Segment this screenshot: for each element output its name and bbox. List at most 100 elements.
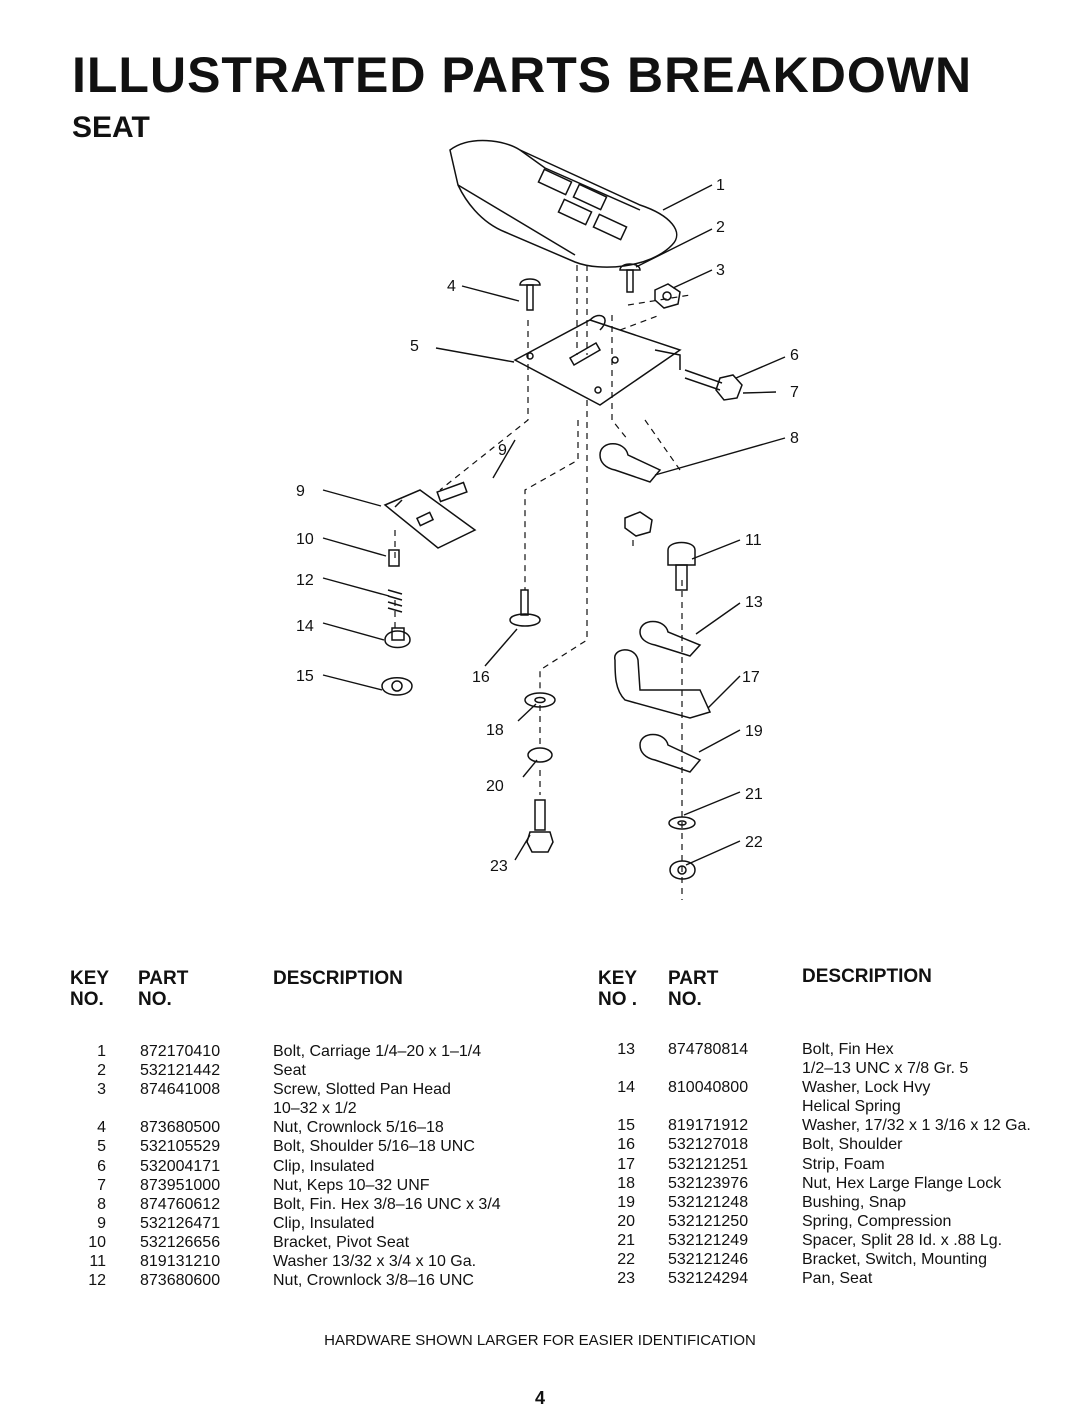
part-number: 873680600 — [140, 1272, 221, 1290]
part-number: 532004171 — [140, 1157, 221, 1175]
callout-6: 7 — [790, 384, 799, 401]
page-number: 4 — [534, 1388, 545, 1408]
key-number: 2 — [97, 1062, 106, 1080]
part-description: Nut, Hex Large Flange Lock — [802, 1174, 1002, 1192]
callout-5: 6 — [790, 347, 799, 364]
part-description: Bolt, Fin Hex — [802, 1041, 894, 1058]
callout-19: 14 — [296, 618, 314, 635]
table-row: 12 873680600 Nut, Crownlock 3/8–16 UNC — [0, 1271, 560, 1290]
footer-note: HARDWARE SHOWN LARGER FOR EASIER IDENTIF… — [324, 1332, 756, 1349]
key-number: 18 — [617, 1174, 635, 1192]
callout-16: 16 — [472, 669, 490, 686]
part-number: 819171912 — [668, 1117, 749, 1135]
part-number: 532123976 — [668, 1174, 749, 1192]
table-row: 7 873951000 Nut, Keps 10–32 UNF — [0, 1176, 560, 1195]
callout-21: 10 — [296, 531, 314, 548]
table-row: 11 819131210 Washer 13/32 x 3/4 x 10 Ga. — [0, 1252, 560, 1271]
callout-17: 9 — [498, 442, 507, 459]
key-number: 17 — [617, 1155, 635, 1173]
seat-part — [449, 139, 678, 268]
key-number: 20 — [617, 1212, 635, 1230]
callout-12: 22 — [745, 834, 763, 851]
part-description: Strip, Foam — [802, 1155, 885, 1173]
part-number: 532121250 — [668, 1212, 749, 1230]
header-key-no-right: KEY NO . — [598, 968, 638, 1010]
part-description: Washer 13/32 x 3/4 x 10 Ga. — [273, 1253, 477, 1271]
part-number: 873680500 — [140, 1119, 221, 1137]
part-number: 532126656 — [140, 1233, 221, 1251]
key-number: 13 — [617, 1041, 635, 1058]
part-description: Bolt, Shoulder — [802, 1136, 903, 1154]
callout-15: 18 — [486, 722, 504, 739]
callout-11: 21 — [745, 786, 763, 803]
header-key-no: KEY NO. — [70, 968, 110, 1010]
part-number: 532121248 — [668, 1193, 749, 1211]
part-description: Bushing, Snap — [802, 1193, 907, 1211]
part-description: Spacer, Split 28 Id. x .88 Lg. — [802, 1231, 1003, 1249]
key-number: 3 — [97, 1081, 106, 1099]
key-number: 8 — [97, 1195, 106, 1213]
part-number: 532121442 — [140, 1062, 221, 1080]
key-number: 7 — [97, 1176, 106, 1194]
key-number: 16 — [617, 1136, 635, 1154]
part-description: Clip, Insulated — [273, 1214, 375, 1232]
table-row: 17 532121251 Strip, Foam — [540, 1155, 1080, 1174]
part-description: Nut, Crownlock 3/8–16 UNC — [273, 1272, 474, 1290]
part-number: 532127018 — [668, 1136, 749, 1154]
key-number: 11 — [89, 1253, 106, 1271]
table-row: 19 532121248 Bushing, Snap — [540, 1193, 1080, 1212]
callout-22: 9 — [296, 483, 305, 500]
part-number: 532121251 — [668, 1155, 749, 1173]
key-number: 21 — [617, 1231, 635, 1249]
part-number: 873951000 — [140, 1176, 221, 1194]
part-description: Spring, Compression — [802, 1212, 952, 1230]
header-description: DESCRIPTION — [273, 968, 403, 989]
callout-3: 2 — [716, 219, 725, 236]
table-row: 1/2–13 UNC x 7/8 Gr. 5 — [540, 1059, 1080, 1078]
part-description: Washer, Lock Hvy — [802, 1079, 931, 1097]
key-number: 1 — [97, 1043, 106, 1060]
table-row: 20 532121250 Spring, Compression — [540, 1212, 1080, 1231]
section-title: SEAT — [72, 111, 150, 144]
table-row: 3 874641008 Screw, Slotted Pan Head — [0, 1080, 560, 1099]
table-row: 15 819171912 Washer, 17/32 x 1 3/16 x 12 G… — [540, 1116, 1080, 1135]
part-number: 532121249 — [668, 1231, 749, 1249]
part-description: Nut, Crownlock 5/16–18 — [273, 1119, 444, 1137]
part-description: Bolt, Carriage 1/4–20 x 1–1/4 — [273, 1043, 482, 1060]
header-description-right: DESCRIPTION — [802, 966, 932, 987]
callout-13: 23 — [490, 858, 508, 875]
part-description: Nut, Keps 10–32 UNF — [273, 1176, 430, 1194]
part-description: Washer, 17/32 x 1 3/16 x 12 Ga. — [802, 1117, 1031, 1135]
callout-4: 3 — [716, 262, 725, 279]
part-number: 819131210 — [140, 1253, 221, 1271]
part-description: Pan, Seat — [802, 1270, 873, 1288]
part-number: 874641008 — [140, 1081, 221, 1099]
key-number: 6 — [97, 1157, 106, 1175]
table-row: 10–32 x 1/2 — [0, 1099, 560, 1118]
part-description: Clip, Insulated — [273, 1157, 375, 1175]
key-number: 22 — [617, 1251, 635, 1269]
part-description: Bolt, Fin. Hex 3/8–16 UNC x 3/4 — [273, 1195, 501, 1213]
callout-10: 17 — [742, 669, 760, 686]
key-number: 12 — [88, 1272, 106, 1290]
part-number: 532121246 — [668, 1251, 749, 1269]
part-description: 1/2–13 UNC x 7/8 Gr. 5 — [802, 1060, 969, 1078]
key-number: 19 — [617, 1193, 635, 1211]
part-description: Screw, Slotted Pan Head — [273, 1081, 451, 1099]
part-number: 532105529 — [140, 1138, 221, 1156]
key-number: 4 — [97, 1119, 106, 1137]
table-row: 21 532121249 Spacer, Split 28 Id. x .88 Lg… — [540, 1231, 1080, 1250]
key-number: 9 — [97, 1214, 106, 1232]
part-number: 532124294 — [668, 1270, 749, 1288]
page-title: ILLUSTRATED PARTS BREAKDOWN — [72, 47, 973, 103]
callout-9: 13 — [745, 594, 763, 611]
key-number: 15 — [617, 1117, 635, 1135]
